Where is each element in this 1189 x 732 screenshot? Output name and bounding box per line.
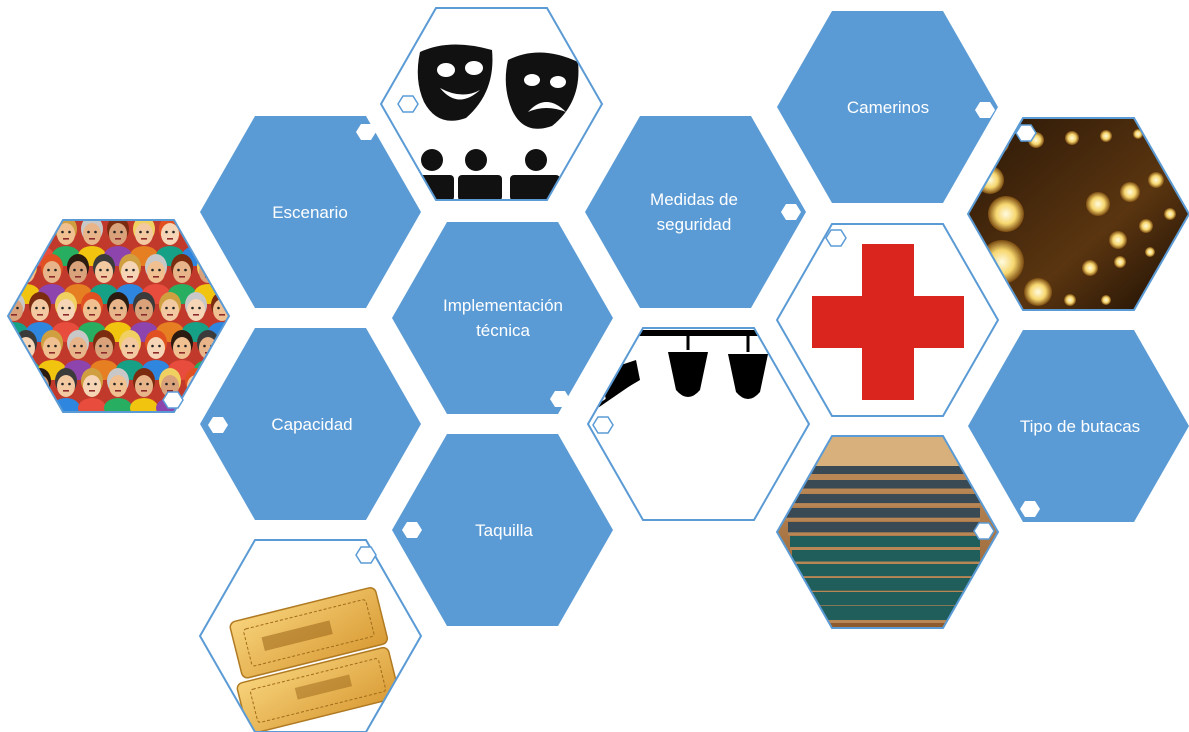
hex-label-taquilla: Taquilla xyxy=(475,521,533,540)
hex-marker-icon xyxy=(825,229,847,247)
hex-implementacion: Implementación técnica xyxy=(392,222,613,414)
hex-taquilla: Taquilla xyxy=(392,434,613,626)
hex-label-implementacion-line1: Implementación xyxy=(443,296,563,315)
hex-marker-icon xyxy=(355,546,377,564)
hex-marker-icon xyxy=(1020,501,1040,517)
hex-label-capacidad: Capacidad xyxy=(271,415,352,434)
hex-picture-red-cross xyxy=(775,223,1000,417)
hex-marker-icon xyxy=(356,124,376,140)
hex-label-camerinos: Camerinos xyxy=(847,98,929,117)
dressing-room-mirror-lights xyxy=(968,118,1189,310)
hex-label-medidas-line2: seguridad xyxy=(657,215,732,234)
ticket-stubs-illustration xyxy=(200,540,421,732)
hex-label-medidas-line1: Medidas de xyxy=(650,190,738,209)
hex-marker-icon xyxy=(781,204,801,220)
hex-picture-auditorium xyxy=(775,435,1000,629)
hex-marker-icon xyxy=(592,416,614,434)
hex-marker-icon xyxy=(550,391,570,407)
hex-picture-masks xyxy=(379,7,604,201)
hex-camerinos: Camerinos xyxy=(777,11,998,203)
hex-label-escenario: Escenario xyxy=(272,203,348,222)
hex-capacidad: Capacidad xyxy=(200,328,421,520)
hex-label-tipo-butacas: Tipo de butacas xyxy=(1020,417,1140,436)
red-cross-icon xyxy=(777,224,998,416)
crowd-illustration xyxy=(8,220,229,412)
hex-picture-mirror-lights xyxy=(966,117,1189,311)
hex-picture-crowd xyxy=(6,219,231,413)
hex-picture-tickets xyxy=(198,539,423,732)
hex-marker-icon xyxy=(1015,124,1037,142)
hex-marker-icon xyxy=(973,522,995,540)
hex-marker-icon xyxy=(397,95,419,113)
auditorium-seats-photo xyxy=(777,436,998,628)
hex-marker-icon xyxy=(402,522,422,538)
hex-label-implementacion-line2: técnica xyxy=(476,321,530,340)
hex-marker-icon xyxy=(162,391,184,409)
hex-marker-icon xyxy=(208,417,228,433)
hex-escenario: Escenario xyxy=(200,116,421,308)
hex-marker-icon xyxy=(975,102,995,118)
stage-spotlights-icon xyxy=(588,328,809,520)
hex-tipo-butacas: Tipo de butacas xyxy=(968,330,1189,522)
hex-medidas: Medidas de seguridad xyxy=(585,116,806,308)
hex-picture-spotlights xyxy=(586,327,811,521)
